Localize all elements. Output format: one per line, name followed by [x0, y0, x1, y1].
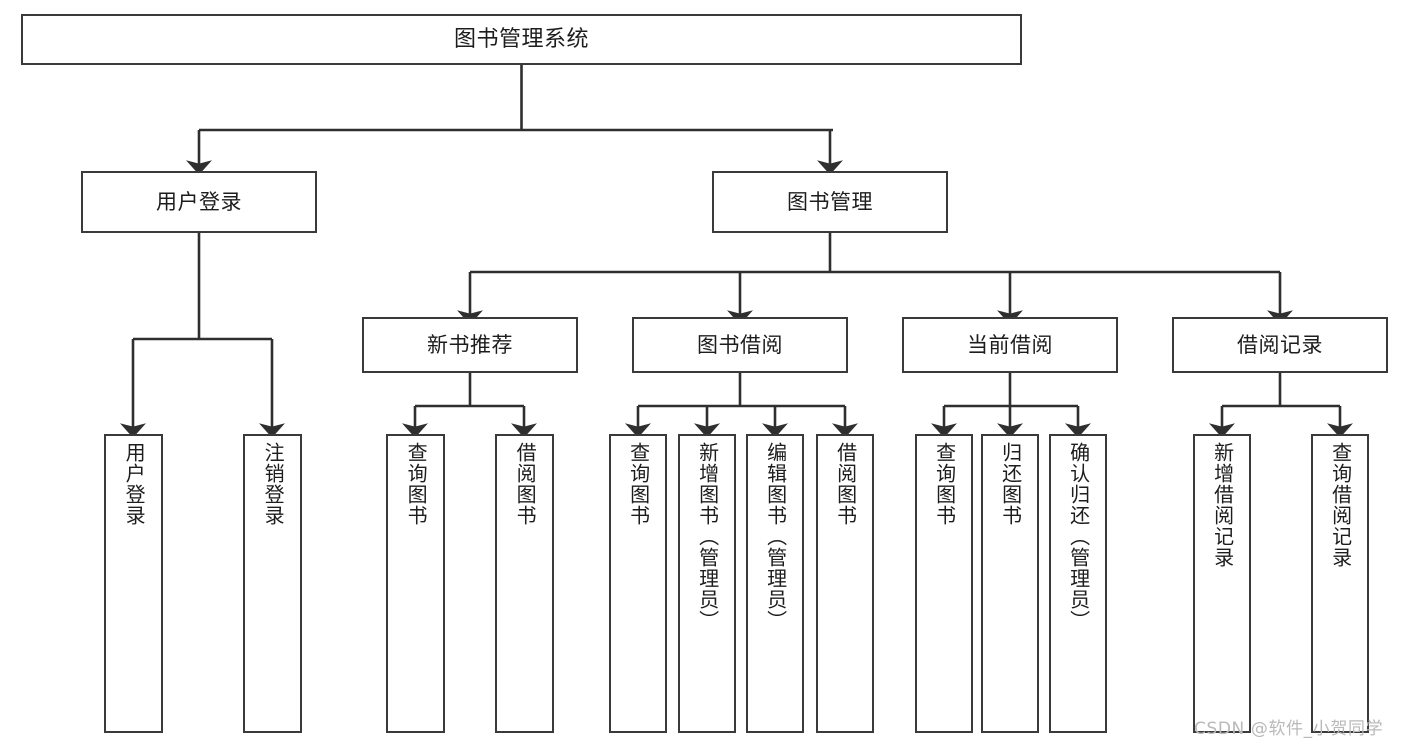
csdn-watermark: CSDN @软件_小贺同学	[1194, 719, 1384, 739]
node-label: 注销登录	[261, 442, 286, 526]
edge-root-to-level1	[186, 65, 843, 175]
node-label: 新增借阅记录	[1210, 442, 1235, 568]
node-label: 编辑图书（管理员）	[763, 442, 788, 631]
node-label: 确认归还（管理员）	[1066, 442, 1091, 631]
edge-borrowrecord-to-leaves	[1209, 373, 1353, 438]
node-label: 归还图书	[998, 442, 1023, 526]
node-label: 图书借阅	[697, 332, 783, 357]
leaf-book-borrow-borrow[interactable]: 借阅图书	[816, 434, 874, 733]
node-label: 新书推荐	[427, 332, 513, 357]
node-label: 借阅图书	[833, 442, 858, 526]
leaf-book-borrow-edit[interactable]: 编辑图书（管理员）	[746, 434, 804, 733]
node-book-management[interactable]: 图书管理	[712, 171, 948, 233]
leaf-current-borrow-query[interactable]: 查询图书	[915, 434, 973, 733]
node-current-borrow[interactable]: 当前借阅	[902, 317, 1118, 373]
leaf-book-borrow-query[interactable]: 查询图书	[609, 434, 667, 733]
leaf-user-login-login[interactable]: 用户登录	[104, 434, 163, 733]
node-borrow-record[interactable]: 借阅记录	[1172, 317, 1388, 373]
edge-bookmanage-to-level2	[457, 233, 1293, 325]
node-label: 查询图书	[626, 442, 651, 526]
node-label: 借阅记录	[1237, 332, 1323, 357]
leaf-borrow-record-query[interactable]: 查询借阅记录	[1311, 434, 1369, 733]
leaf-current-borrow-confirm-return[interactable]: 确认归还（管理员）	[1049, 434, 1107, 733]
node-user-login[interactable]: 用户登录	[81, 171, 317, 233]
node-root-system[interactable]: 图书管理系统	[21, 14, 1022, 65]
edge-bookborrow-to-leaves	[625, 373, 858, 438]
node-label: 图书管理系统	[453, 26, 589, 52]
leaf-user-login-logout[interactable]: 注销登录	[243, 434, 302, 733]
edge-currentborrow-to-leaves	[931, 373, 1091, 438]
edge-userlogin-to-leaves	[120, 233, 285, 438]
node-label: 当前借阅	[967, 332, 1053, 357]
node-label: 查询图书	[404, 442, 429, 526]
leaf-current-borrow-return[interactable]: 归还图书	[981, 434, 1039, 733]
node-label: 新增图书（管理员）	[695, 442, 720, 631]
leaf-new-book-borrow[interactable]: 借阅图书	[495, 434, 554, 733]
node-label: 借阅图书	[513, 442, 538, 526]
node-label: 用户登录	[156, 189, 242, 214]
leaf-new-book-query[interactable]: 查询图书	[386, 434, 445, 733]
node-new-book-recommend[interactable]: 新书推荐	[362, 317, 578, 373]
node-label: 查询借阅记录	[1328, 442, 1353, 568]
node-label: 用户登录	[122, 442, 147, 526]
leaf-borrow-record-add[interactable]: 新增借阅记录	[1193, 434, 1251, 733]
node-book-borrow[interactable]: 图书借阅	[632, 317, 848, 373]
node-label: 查询图书	[932, 442, 957, 526]
node-label: 图书管理	[787, 189, 873, 214]
edge-newbook-to-leaves	[402, 373, 537, 438]
leaf-book-borrow-add[interactable]: 新增图书（管理员）	[678, 434, 736, 733]
